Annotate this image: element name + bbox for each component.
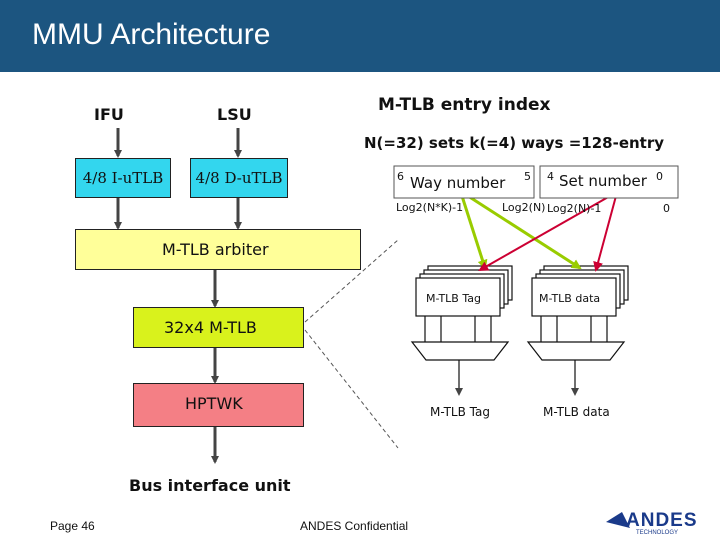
mtlb-box: 32x4 M-TLB bbox=[133, 307, 304, 348]
bit-5-label: 5 bbox=[524, 170, 531, 183]
data-array-label: M-TLB data bbox=[539, 292, 601, 305]
mux-outputs bbox=[455, 360, 579, 396]
data-mux bbox=[526, 341, 626, 361]
mtlb-arbiter-box: M-TLB arbiter bbox=[75, 229, 361, 270]
tag-mux bbox=[410, 341, 510, 361]
lsu-label: LSU bbox=[217, 105, 252, 124]
set-number-field bbox=[539, 165, 679, 199]
mtlb-label: 32x4 M-TLB bbox=[164, 318, 257, 337]
ifu-label: IFU bbox=[94, 105, 124, 124]
way-number-field bbox=[393, 165, 535, 199]
tag-array-label: M-TLB Tag bbox=[426, 292, 481, 305]
log-set-width-label: Log2(N) bbox=[502, 201, 546, 214]
bus-interface-unit-label: Bus interface unit bbox=[129, 476, 291, 495]
log-set-high-label: Log2(N)-1 bbox=[547, 202, 602, 215]
way-number-label: Way number bbox=[410, 174, 506, 192]
page-number: Page 46 bbox=[50, 519, 95, 533]
bit-0-label: 0 bbox=[656, 170, 663, 183]
bit-6-label: 6 bbox=[397, 170, 404, 183]
set-number-label: Set number bbox=[559, 172, 647, 190]
data-output-label: M-TLB data bbox=[543, 405, 610, 419]
red-arrow-to-data bbox=[593, 195, 617, 272]
page-title: MMU Architecture bbox=[32, 18, 271, 51]
confidential-notice: ANDES Confidential bbox=[300, 519, 409, 533]
andes-logo-subtext: TECHNOLOGY bbox=[636, 530, 679, 536]
red-arrow-to-tag bbox=[478, 195, 611, 271]
data-array-stack bbox=[531, 265, 629, 317]
andes-logo-text: ANDES bbox=[626, 510, 698, 531]
mtlb-entry-index-title: M-TLB entry index bbox=[378, 95, 551, 115]
array-wires bbox=[424, 316, 608, 342]
hptwk-label: HPTWK bbox=[185, 394, 243, 413]
i-utlb-box: 4/8 I-uTLB bbox=[75, 158, 171, 198]
log-way-high-label: Log2(N*K)-1 bbox=[396, 201, 464, 214]
log-zero-label: 0 bbox=[663, 202, 670, 215]
index-arrows bbox=[460, 194, 617, 272]
i-utlb-label: 4/8 I-uTLB bbox=[82, 169, 164, 187]
left-connectors bbox=[114, 128, 242, 464]
title-bar bbox=[0, 0, 720, 72]
hptwk-box: HPTWK bbox=[133, 383, 304, 427]
mtlb-arbiter-label: M-TLB arbiter bbox=[162, 240, 269, 259]
zoom-guides bbox=[304, 239, 399, 449]
bit-4-label: 4 bbox=[547, 170, 554, 183]
andes-logo-mark bbox=[606, 512, 630, 528]
green-arrow-to-data bbox=[467, 194, 582, 270]
tag-array-stack bbox=[415, 265, 513, 317]
d-utlb-box: 4/8 D-uTLB bbox=[190, 158, 288, 198]
d-utlb-label: 4/8 D-uTLB bbox=[195, 169, 283, 187]
tag-output-label: M-TLB Tag bbox=[430, 405, 490, 419]
green-arrow-to-tag bbox=[460, 195, 488, 270]
sets-ways-label: N(=32) sets k(=4) ways =128-entry bbox=[364, 134, 665, 152]
